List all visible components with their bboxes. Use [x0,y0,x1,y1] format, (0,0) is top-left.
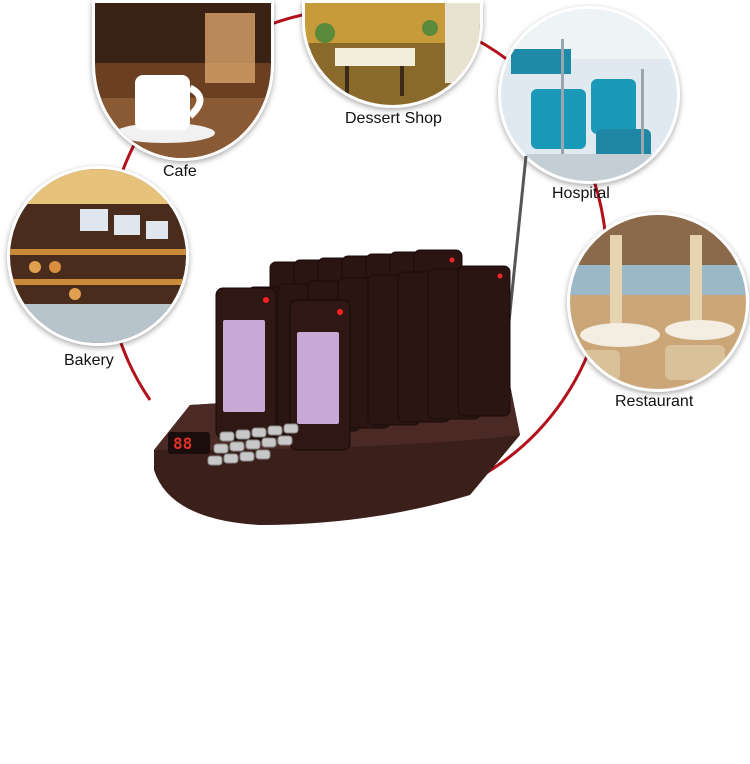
cafe-photo [92,0,274,161]
keypad-key [207,455,223,466]
keypad-key [239,451,255,462]
venue-label-hospital: Hospital [552,185,610,202]
keypad-key [219,431,235,442]
venue-label-restaurant: Restaurant [615,393,694,410]
pager-led [497,273,503,279]
keypad-key [245,439,261,450]
pager-charging-base: 88 [140,150,540,530]
pager [457,265,511,417]
keypad-key [261,437,277,448]
keypad [207,423,299,466]
keypad-key [251,427,267,438]
keypad-key [229,441,245,452]
restaurant-hall-photo-icon [570,215,746,389]
bakery-photo [7,166,189,346]
keypad-key [267,425,283,436]
keypad-key [223,453,239,464]
pager-led [263,297,269,303]
pager-led [337,309,343,315]
keypad-key [213,443,229,454]
pager-stack [215,249,511,451]
keypad-key [255,449,271,460]
keypad-key [277,435,293,446]
restaurant-photo [567,212,749,392]
coffee-cup-photo-icon [95,3,271,158]
led-display-readout: 88 [173,434,192,453]
pager-screen [297,332,339,424]
keypad-key [235,429,251,440]
pager-system-illustration: 88 [154,155,528,525]
pager-screen [223,320,265,412]
venue-label-bakery: Bakery [64,352,114,369]
led-display [168,432,210,454]
pager-led [449,257,455,263]
keypad-key [283,423,299,434]
venue-label-dessert-shop: Dessert Shop [345,110,442,127]
venue-label-cafe: Cafe [163,163,197,180]
